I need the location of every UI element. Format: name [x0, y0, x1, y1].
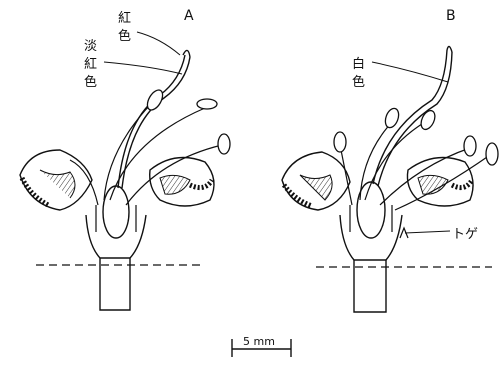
- anther-a-1: [144, 87, 165, 112]
- leader-line-red: [137, 32, 180, 55]
- scale-bar-label: 5 mm: [243, 335, 275, 348]
- label-white-1: 白: [352, 56, 365, 72]
- label-spine: トゲ: [452, 227, 478, 242]
- leader-line-white: [372, 62, 448, 82]
- anther-a-2: [197, 99, 217, 109]
- label-red-1: 紅: [118, 11, 131, 26]
- panel-b: B 白 色 トゲ: [282, 8, 498, 312]
- anther-b-1: [383, 107, 401, 130]
- stalk-b: [354, 260, 386, 312]
- label-pale-red-2: 紅: [84, 57, 97, 72]
- stigma-b: [447, 46, 452, 52]
- panel-a-letter: A: [184, 8, 194, 24]
- label-pale-red-1: 淡: [84, 39, 97, 54]
- anther-b-4: [486, 143, 498, 165]
- stalk-a: [100, 258, 130, 310]
- anther-b-5: [334, 132, 346, 152]
- anther-b-3: [464, 136, 476, 156]
- panel-a: A 紅 色 淡 紅 色: [20, 8, 230, 310]
- label-white-2: 色: [352, 74, 365, 90]
- leader-line-pale-red: [104, 62, 182, 74]
- anther-a-3: [218, 134, 230, 154]
- panel-b-letter: B: [446, 8, 456, 24]
- scale-bar: 5 mm: [232, 335, 291, 357]
- anther-b-2: [418, 108, 437, 131]
- ovary-a: [103, 186, 129, 238]
- label-red-2: 色: [118, 28, 131, 44]
- leader-line-spine: [405, 231, 450, 233]
- label-pale-red-3: 色: [84, 74, 97, 90]
- stigma-a: [183, 50, 190, 57]
